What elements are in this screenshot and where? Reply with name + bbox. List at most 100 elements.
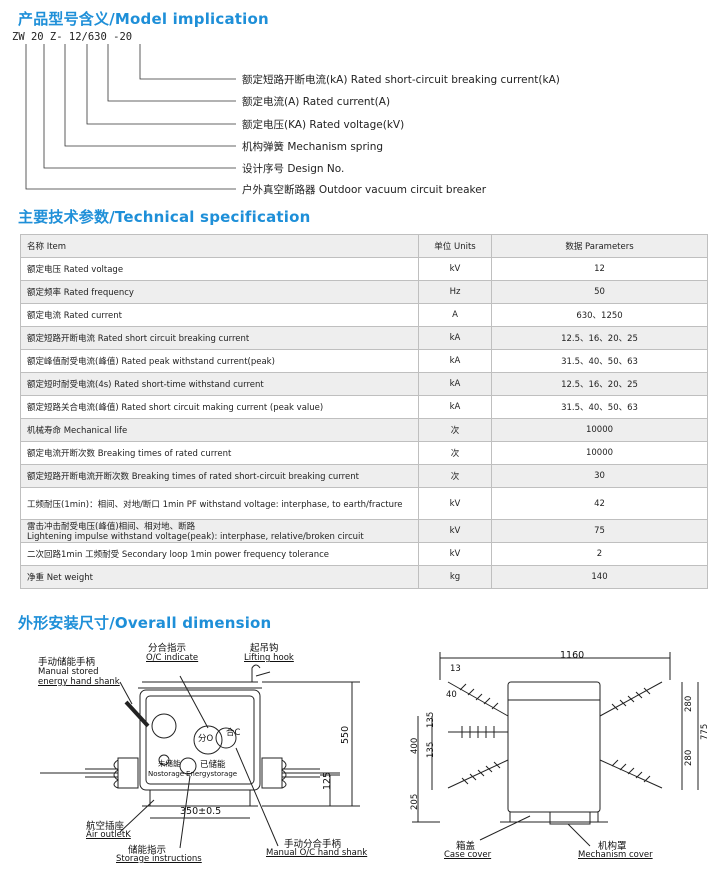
dim-1160: 1160 [560,650,585,661]
oc-shank-cn: 手动分合手柄 [284,839,342,850]
table-cell: 二次回路1min 工频耐受 Secondary loop 1min power … [20,542,419,566]
table-cell: 75 [491,519,708,543]
dim-13: 13 [450,664,461,674]
dim-205: 205 [410,793,420,810]
table-cell: 10000 [491,418,708,442]
face-stored: 已储能 [200,760,226,770]
table-cell: kg [418,565,492,589]
storage-cn: 储能指示 [128,845,167,856]
table-cell: 净重 Net weight [20,565,419,589]
oc-indicate-cn: 分合指示 [148,643,187,654]
dim-775: 775 [700,723,710,740]
dim-125: 125 [322,771,333,790]
model-code: ZW 20 Z- 12/630 -20 [12,31,133,43]
table-row: 额定短路开断电流开断次数 Breaking times of rated sho… [20,464,708,488]
oc-shank-en: Manual O/C hand shank [266,848,368,858]
front-case [139,689,261,791]
table-row: 额定短时耐受电流(4s) Rated short-time withstand … [20,372,708,396]
dim-280b: 280 [684,749,694,766]
table-cell: 工频耐压(1min)：相间、对地/断口 1min PF withstand vo… [20,487,419,520]
mech-cover-cn: 机构罩 [598,841,627,852]
table-row: 额定电流开断次数 Breaking times of rated current… [20,441,708,465]
table-cell: 次 [418,464,492,488]
manual-handle-cn: 手动储能手柄 [38,657,96,668]
table-row: 额定峰值耐受电流(峰值) Rated peak withstand curren… [20,349,708,373]
table-cell: 12.5、16、20、25 [491,326,708,350]
table-cell: 次 [418,418,492,442]
table-cell: 140 [491,565,708,589]
table-cell: kV [418,487,492,520]
table-cell: 机械寿命 Mechanical life [20,418,419,442]
table-cell: 数据 Parameters [491,234,708,258]
dim-heading: 外形安装尺寸/Overall dimension [18,614,272,632]
face-not: 未储能 [158,759,181,768]
air-outlet-en: Air outletK [86,830,131,840]
table-cell: kA [418,326,492,350]
face-stored-en: Energystorage [186,770,238,778]
face-close: 合C [226,728,241,738]
dim-135b: 135 [426,741,436,758]
lifting-hook-cn: 起吊钩 [250,643,279,654]
table-cell: 额定短路开断电流 Rated short circuit breaking cu… [20,326,419,350]
table-cell: 单位 Units [418,234,492,258]
table-cell: 额定短路关合电流(峰值) Rated short circuit making … [20,395,419,419]
table-cell: 31.5、40、50、63 [491,349,708,373]
dim-280a: 280 [684,695,694,712]
table-cell: 额定频率 Rated frequency [20,280,419,304]
table-row: 二次回路1min 工频耐受 Secondary loop 1min power … [20,542,708,566]
table-cell: A [418,303,492,327]
table-cell: 名称 Item [20,234,419,258]
face-open: 分O [198,734,214,744]
table-cell: 次 [418,441,492,465]
model-line-outdoor: 户外真空断路器 Outdoor vacuum circuit breaker [242,184,487,196]
case-cover-cn: 箱盖 [456,841,476,852]
table-cell: 31.5、40、50、63 [491,395,708,419]
model-line-spring: 机构弹簧 Mechanism spring [242,141,384,153]
mech-cover-en: Mechanism cover [578,850,653,860]
table-cell: 42 [491,487,708,520]
manual-handle-en2: energy hand shank [38,677,120,687]
storage-en: Storage instructions [116,854,202,864]
model-line-design: 设计序号 Design No. [242,163,345,175]
table-cell: 12 [491,257,708,281]
tech-heading: 主要技术参数/Technical specification [18,208,311,226]
side-case [507,681,601,813]
oc-dial [193,725,223,755]
manual-handle [124,700,150,728]
dim-40: 40 [446,690,457,700]
dim-135a: 135 [426,711,436,728]
face-not-en: Nostorage [148,770,185,778]
oc-indicate-en: O/C indicate [146,653,199,663]
model-tree-lines [25,44,236,190]
air-outlet-cn: 航空插座 [86,821,125,832]
dim-550: 550 [340,725,351,744]
dim-350: 350±0.5 [180,806,222,817]
table-cell: 10000 [491,441,708,465]
table-cell: kA [418,372,492,396]
table-cell: 额定电流开断次数 Breaking times of rated current [20,441,419,465]
table-cell: 额定峰值耐受电流(峰值) Rated peak withstand curren… [20,349,419,373]
table-row: 工频耐压(1min)：相间、对地/断口 1min PF withstand vo… [20,487,708,520]
table-cell: 额定电流 Rated current [20,303,419,327]
manual-handle-en1: Manual stored [38,667,99,677]
table-cell: 2 [491,542,708,566]
table-cell: 50 [491,280,708,304]
table-row: 额定短路关合电流(峰值) Rated short circuit making … [20,395,708,419]
table-cell: 30 [491,464,708,488]
model-line-breaking: 额定短路开断电流(kA) Rated short-circuit breakin… [242,74,560,86]
model-line-current: 额定电流(A) Rated current(A) [242,96,391,108]
table-cell: kV [418,257,492,281]
table-cell: 630、1250 [491,303,708,327]
table-cell: 额定短时耐受电流(4s) Rated short-time withstand … [20,372,419,396]
case-cover-en: Case cover [444,850,492,860]
table-cell: kV [418,519,492,543]
